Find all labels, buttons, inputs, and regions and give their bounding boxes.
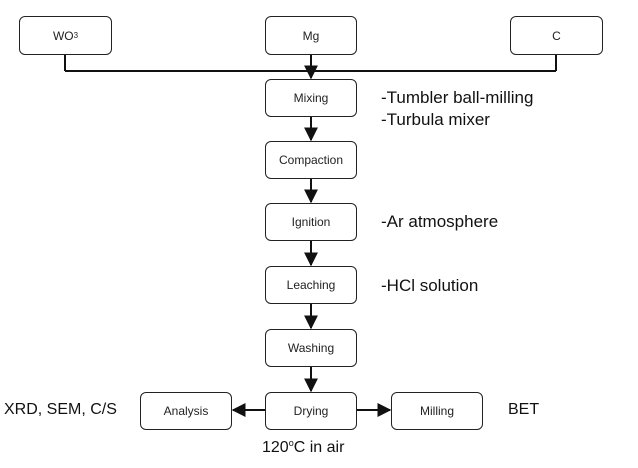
note-mixing-turbula: -Turbula mixer <box>381 110 490 129</box>
drying-temp-value: 120 <box>262 439 289 456</box>
step-compaction-label: Compaction <box>278 153 344 167</box>
input-wo3-label: WO <box>52 28 74 43</box>
step-mixing-box: Mixing <box>265 79 357 117</box>
input-mg-box: Mg <box>265 16 357 55</box>
drying-degree-sup: o <box>288 438 294 448</box>
step-milling-label: Milling <box>419 404 454 418</box>
note-milling-bet: BET <box>508 401 540 418</box>
note-analysis-methods: XRD, SEM, C/S <box>4 401 117 418</box>
drying-temp-rest: C in air <box>293 439 345 456</box>
note-ignition-atmosphere: -Ar atmosphere <box>381 212 499 231</box>
step-drying-box: Drying <box>265 392 357 430</box>
step-washing-label: Washing <box>287 341 335 355</box>
step-leaching-box: Leaching <box>265 266 357 304</box>
step-analysis-label: Analysis <box>163 404 209 418</box>
note-drying-condition: 120oC in air <box>262 438 344 457</box>
step-mixing-label: Mixing <box>293 91 329 105</box>
step-compaction-box: Compaction <box>265 141 357 179</box>
step-washing-box: Washing <box>265 329 357 367</box>
input-mg-label: Mg <box>302 28 320 43</box>
input-wo3-subscript: 3 <box>73 31 79 40</box>
input-c-label: C <box>552 28 561 43</box>
step-ignition-box: Ignition <box>265 203 357 241</box>
step-analysis-box: Analysis <box>140 392 232 430</box>
input-c-box: C <box>510 16 603 55</box>
step-drying-label: Drying <box>293 404 329 418</box>
note-mixing-ball-milling: -Tumbler ball-milling <box>381 88 534 107</box>
step-ignition-label: Ignition <box>291 215 331 229</box>
step-leaching-label: Leaching <box>286 278 336 292</box>
step-milling-box: Milling <box>391 392 483 430</box>
note-leaching-solution: -HCl solution <box>381 276 479 295</box>
